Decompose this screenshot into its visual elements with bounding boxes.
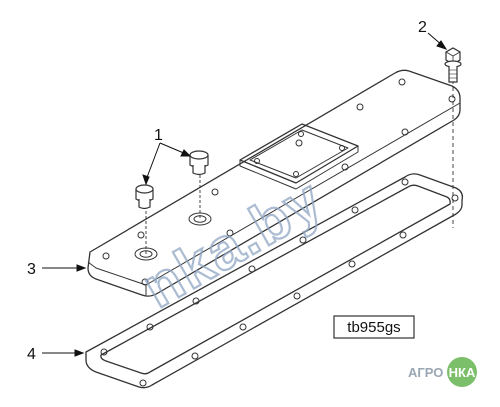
gasket-bolt-holes xyxy=(100,178,459,387)
brand-badge-icon xyxy=(447,357,477,387)
plug-left xyxy=(135,184,154,254)
plug-right xyxy=(189,150,209,219)
callout-1: 1 xyxy=(154,127,163,144)
cover-plate xyxy=(87,69,461,297)
callout-2: 2 xyxy=(418,19,427,36)
access-port-pad xyxy=(239,123,359,190)
plate-bolt-holes xyxy=(102,78,456,286)
figure-code-box: tb955gs xyxy=(333,315,415,339)
callout-4: 4 xyxy=(27,346,36,363)
figure-code: tb955gs xyxy=(347,319,400,336)
brand-suffix: НКА xyxy=(449,365,476,380)
brand-logo: АГРО НКА xyxy=(408,357,477,387)
gasket xyxy=(85,173,464,389)
brand-prefix: АГРО xyxy=(408,365,443,380)
callout-3: 3 xyxy=(27,261,36,278)
leader-lines xyxy=(42,32,448,357)
bolt xyxy=(444,47,462,228)
